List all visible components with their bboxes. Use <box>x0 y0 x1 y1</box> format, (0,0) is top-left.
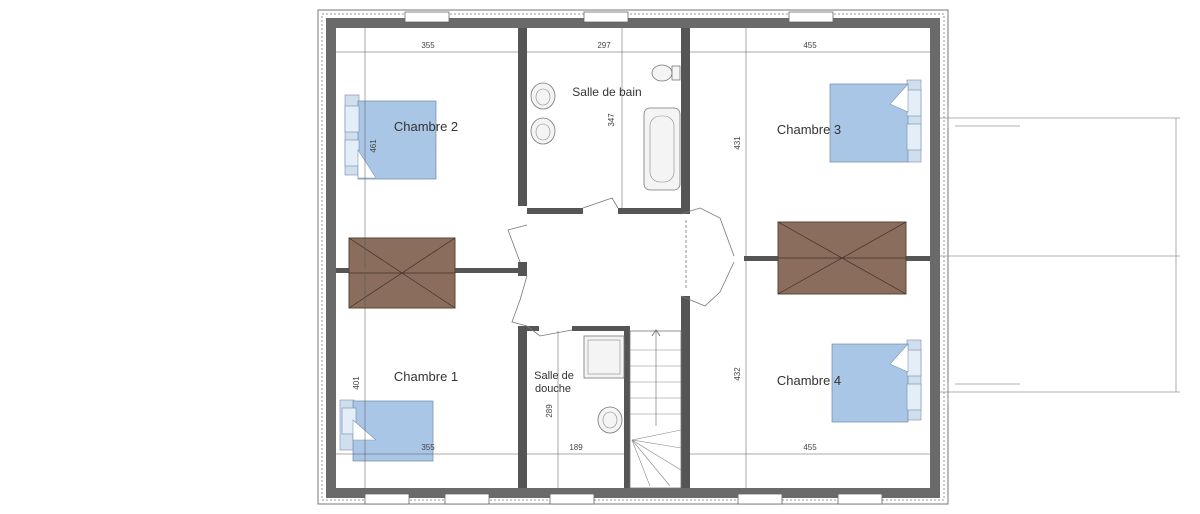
window-bottom-5 <box>837 493 883 505</box>
windows <box>364 11 883 505</box>
outer-walls <box>317 9 949 505</box>
shower-room-fixtures <box>583 335 625 434</box>
room-label-salle-de-bain: Salle de bain <box>572 85 641 99</box>
dim-top-mid-width: 297 <box>597 41 611 50</box>
terrace <box>940 108 1180 404</box>
window-bottom-1 <box>364 493 410 505</box>
dim-chambre4-depth: 432 <box>733 367 742 381</box>
doors <box>507 197 735 337</box>
dim-top-left-width: 355 <box>421 41 435 50</box>
dim-chambre1-depth: 401 <box>352 376 361 390</box>
bed-chambre4 <box>831 339 922 423</box>
window-bottom-3 <box>549 493 595 505</box>
bathroom-fixtures <box>530 64 681 191</box>
sink-1 <box>530 82 556 110</box>
wardrobe-left <box>348 237 456 309</box>
dim-chambre2-depth: 461 <box>369 139 378 153</box>
dim-shower-depth: 289 <box>545 404 554 418</box>
shower-tray <box>583 335 625 379</box>
dim-bottom-right-width: 455 <box>803 443 817 452</box>
dim-bottom-mid-width: 189 <box>569 443 583 452</box>
window-top-2 <box>583 11 629 23</box>
room-label-chambre1: Chambre 1 <box>394 369 458 384</box>
dim-chambre3-depth: 431 <box>733 136 742 150</box>
toilet <box>651 64 673 82</box>
window-bottom-4 <box>737 493 783 505</box>
room-label-salle-de-douche-line2: douche <box>535 383 571 395</box>
room-label-chambre2: Chambre 2 <box>394 119 458 134</box>
window-bottom-2 <box>444 493 490 505</box>
bed-chambre3 <box>829 79 922 163</box>
shower-sink <box>597 406 623 434</box>
sink-2 <box>530 117 556 145</box>
dim-top-right-width: 455 <box>803 41 817 50</box>
window-top-3 <box>788 11 834 23</box>
dim-bottom-left-width: 355 <box>421 443 435 452</box>
staircase <box>629 329 682 489</box>
bathtub <box>643 107 681 191</box>
bed-chambre1 <box>339 399 434 462</box>
wardrobe-right <box>777 221 907 295</box>
room-label-salle-de-douche-line1: Salle de <box>534 370 574 382</box>
dim-bathroom-depth: 347 <box>607 113 616 127</box>
room-label-chambre3: Chambre 3 <box>777 122 841 137</box>
window-top-1 <box>404 11 450 23</box>
room-label-chambre4: Chambre 4 <box>777 373 841 388</box>
bed-chambre2 <box>344 94 437 180</box>
dimension-lines <box>336 28 930 488</box>
